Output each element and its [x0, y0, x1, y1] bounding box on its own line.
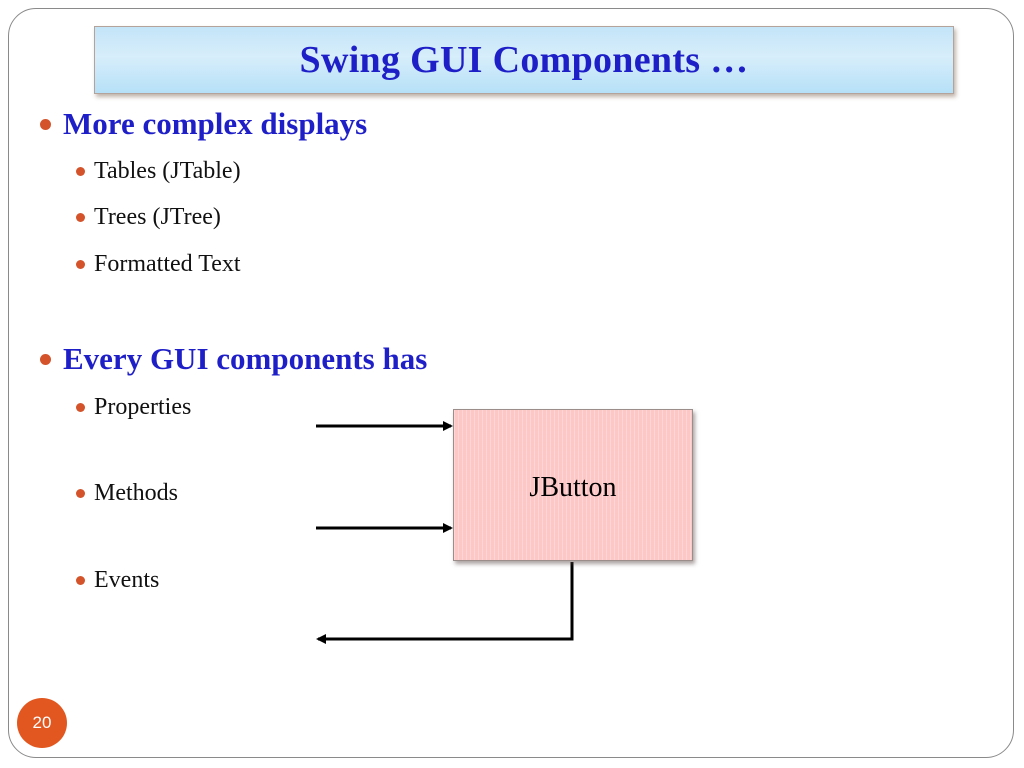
bullet-item-formatted-text: Formatted Text	[76, 251, 241, 278]
section-heading: Every GUI components has	[63, 341, 428, 376]
title-banner: Swing GUI Components …	[94, 26, 954, 94]
bullet-dot-icon	[76, 576, 85, 585]
bullet-item-label: Trees (JTree)	[94, 204, 221, 230]
page-number-badge: 20	[17, 698, 67, 748]
bullet-dot-icon	[40, 353, 51, 365]
bullet-item-methods: Methods	[76, 480, 178, 507]
bullet-item-trees: Trees (JTree)	[76, 204, 221, 231]
bullet-dot-icon	[40, 118, 51, 130]
bullet-item-label: Tables (JTable)	[94, 158, 241, 184]
bullet-item-label: Properties	[94, 394, 192, 420]
bullet-dot-icon	[76, 260, 85, 269]
bullet-item-properties: Properties	[76, 394, 191, 421]
bullet-heading-gui-components: Every GUI components has	[40, 341, 427, 377]
slide-title: Swing GUI Components …	[299, 39, 749, 81]
bullet-dot-icon	[76, 167, 85, 176]
bullet-item-label: Events	[94, 567, 160, 593]
section-heading: More complex displays	[63, 106, 368, 141]
page-number: 20	[32, 713, 52, 732]
bullet-item-events: Events	[76, 567, 159, 594]
bullet-heading-complex-displays: More complex displays	[40, 106, 367, 142]
bullet-item-label: Methods	[94, 480, 178, 506]
bullet-dot-icon	[76, 489, 85, 498]
jbutton-label: JButton	[529, 472, 617, 503]
bullet-item-label: Formatted Text	[94, 251, 241, 277]
bullet-dot-icon	[76, 403, 85, 412]
bullet-dot-icon	[76, 213, 85, 222]
events-arrow	[316, 562, 574, 644]
jbutton-diagram-box: JButton	[453, 409, 693, 561]
slide-frame	[8, 8, 1014, 758]
bullet-item-tables: Tables (JTable)	[76, 158, 241, 185]
